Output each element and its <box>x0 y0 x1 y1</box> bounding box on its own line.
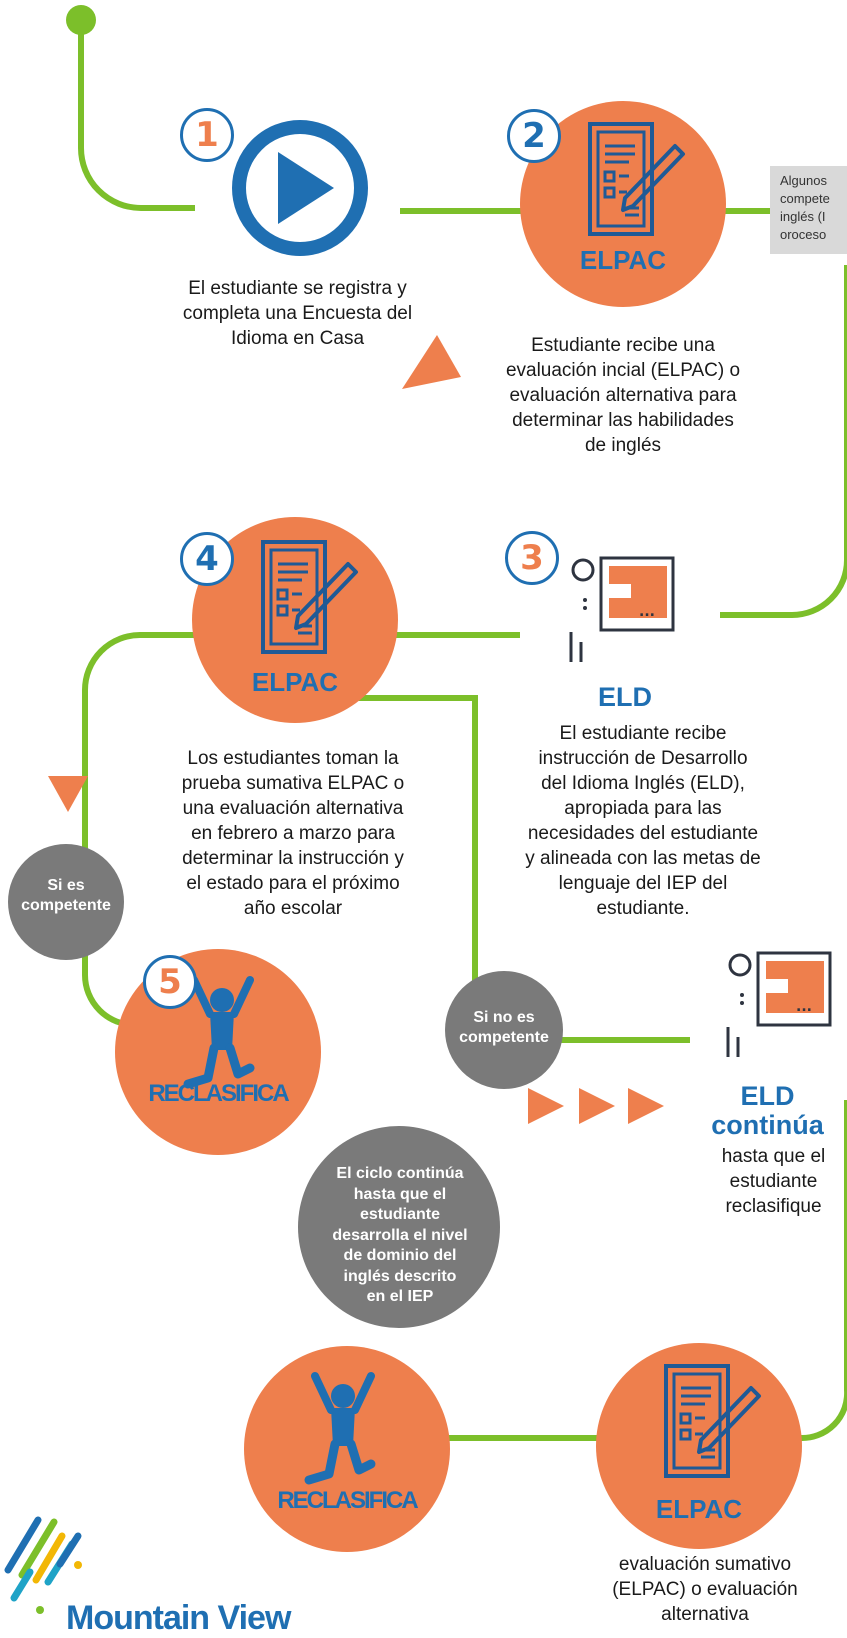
step-2-text-line: evaluación incial (ELPAC) o <box>505 360 741 381</box>
cycle-note-line: hasta que el <box>353 1185 447 1203</box>
step-3-text-line: El estudiante recibe <box>559 723 727 744</box>
eld-continue-title-line: continúa <box>711 1110 824 1140</box>
step-3-text-line: apropiada para las <box>564 798 722 819</box>
step-3-label: ELD <box>598 682 652 712</box>
down-arrow-triangle <box>48 776 88 812</box>
branch-competent-circle <box>8 844 124 960</box>
step-3-text-line: lenguaje del IEP del <box>558 873 728 894</box>
cycle-note-text: El ciclo continúa hasta que el estudiant… <box>303 1164 497 1308</box>
step-1-number: 1 <box>180 108 234 162</box>
bottom-reclassify-circle <box>244 1346 450 1552</box>
bottom-reclassify-label: RECLASIFICA <box>277 1487 418 1514</box>
branch-not-competent-line: competente <box>459 1029 549 1046</box>
side-note-line: compete <box>780 191 830 206</box>
step-5-label: RECLASIFICA <box>148 1080 289 1107</box>
step-2-label: ELPAC <box>579 245 667 275</box>
cycle-note-line: inglés descrito <box>343 1267 457 1285</box>
step-1-text-line: El estudiante se registra y <box>188 278 407 299</box>
cycle-note-line: de dominio del <box>343 1247 457 1264</box>
step-4-text: Los estudiantes toman la prueba sumativa… <box>148 746 438 921</box>
step-1-text-line: Idioma en Casa <box>230 328 365 349</box>
step-3-text-line: estudiante. <box>596 898 690 919</box>
step-4-text-line: Los estudiantes toman la <box>187 748 399 769</box>
step-2-text: Estudiante recibe una evaluación incial … <box>478 333 768 458</box>
logo-mark <box>4 1516 82 1614</box>
branch-not-competent-circle <box>445 971 563 1089</box>
cycle-note-line: en el IEP <box>366 1288 434 1305</box>
side-note-line: oroceso <box>780 227 827 242</box>
eld-continue-teacher-icon <box>726 951 832 1059</box>
step-4-circle <box>192 517 398 723</box>
step-2-text-line: evaluación alternativa para <box>509 385 737 406</box>
eld-continue-title: ELD continúa <box>690 1082 845 1140</box>
side-note: Algunos compete inglés (I oroceso <box>770 166 847 254</box>
step-3-text-line: y alineada con las metas de <box>525 848 761 869</box>
step-3-text: El estudiante recibe instrucción de Desa… <box>498 721 788 921</box>
branch-not-competent-line: Si no es <box>473 1009 535 1026</box>
step-2-text-line: de inglés <box>584 435 662 456</box>
eld-continue-text-line: hasta que el <box>721 1146 826 1167</box>
step-3-number: 3 <box>505 531 559 585</box>
step-1-text-line: completa una Encuesta del <box>182 303 413 324</box>
cycle-note-circle <box>298 1126 500 1328</box>
step-4-text-line: prueba sumativa ELPAC o <box>181 773 405 794</box>
eld-continue-title-line: ELD <box>740 1081 795 1111</box>
step-4-text-line: determinar la instrucción y <box>182 848 404 869</box>
logo-text: Mountain View <box>66 1599 291 1637</box>
side-note-line: Algunos <box>780 173 827 188</box>
step-4-text-line: en febrero a marzo para <box>191 823 395 844</box>
forward-arrows <box>528 1088 664 1124</box>
step-4-text-line: año escolar <box>243 898 343 919</box>
step-2-number: 2 <box>507 109 561 163</box>
eld-continue-text-line: reclasifique <box>725 1196 822 1217</box>
step-3-text-line: del Idioma Inglés (ELD), <box>541 773 745 794</box>
cycle-note-line: estudiante <box>359 1206 440 1223</box>
bottom-elpac-label: ELPAC <box>655 1494 743 1524</box>
step-2-text-line: determinar las habilidades <box>512 410 734 431</box>
timeline-start-dot <box>66 5 96 35</box>
branch-competent-line: Si es <box>47 877 85 894</box>
step-4-text-line: el estado para el próximo <box>186 873 400 894</box>
step-4-text-line: una evaluación alternativa <box>182 798 404 819</box>
step-5-number: 5 <box>143 955 197 1009</box>
branch-not-competent-label: Si no es competente <box>445 1008 563 1048</box>
step-4-label: ELPAC <box>251 667 339 697</box>
bottom-elpac-text-line: alternativa <box>661 1604 749 1625</box>
step-4-number: 4 <box>180 532 234 586</box>
step-3-text-line: necesidades del estudiante <box>527 823 759 844</box>
step-1-play-icon <box>232 120 368 256</box>
step-1-text: El estudiante se registra y completa una… <box>150 276 445 351</box>
bottom-elpac-text-line: (ELPAC) o evaluación <box>612 1579 798 1600</box>
eld-continue-text: hasta que el estudiante reclasifique <box>700 1144 847 1219</box>
bottom-elpac-text-line: evaluación sumativo <box>618 1554 792 1575</box>
branch-competent-line: competente <box>21 897 111 914</box>
bottom-elpac-text: evaluación sumativo (ELPAC) o evaluación… <box>565 1552 845 1627</box>
cycle-note-line: desarrolla el nivel <box>332 1226 468 1244</box>
branch-competent-label: Si es competente <box>8 876 124 916</box>
decor-triangle <box>402 335 461 389</box>
cycle-note-line: El ciclo continúa <box>336 1165 464 1182</box>
step-3-text-line: instrucción de Desarrollo <box>538 748 748 769</box>
eld-continue-text-line: estudiante <box>729 1171 818 1192</box>
step-2-text-line: Estudiante recibe una <box>531 335 715 356</box>
step-3-teacher-icon <box>569 556 675 664</box>
side-note-line: inglés (I <box>780 209 826 224</box>
